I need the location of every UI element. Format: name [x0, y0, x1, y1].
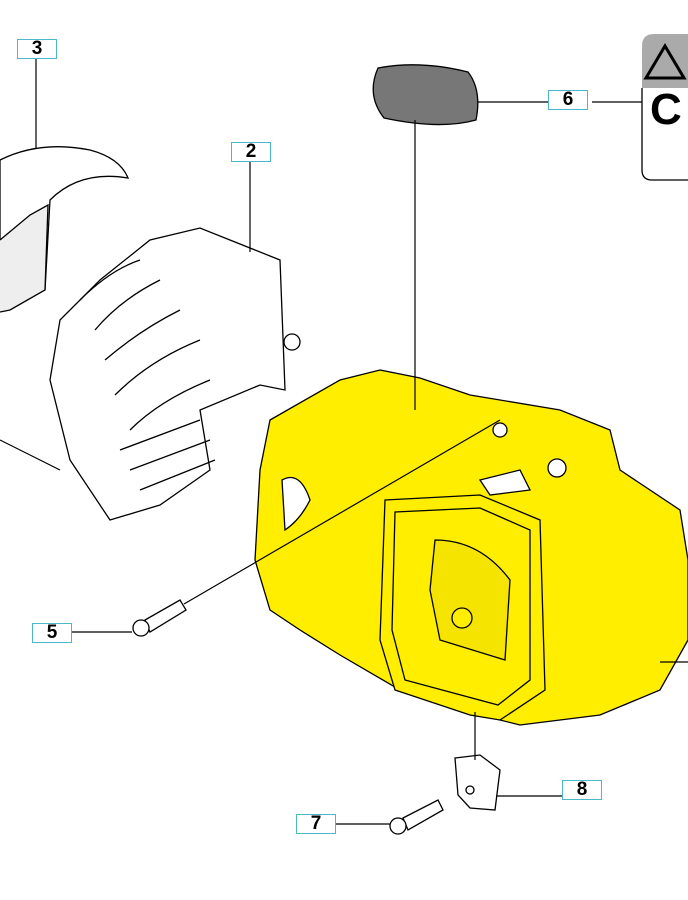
part-7-screw [389, 799, 444, 835]
callout-8[interactable]: 8 [562, 780, 602, 800]
callout-7[interactable]: 7 [296, 814, 336, 834]
part-6-filter-pad [372, 64, 479, 126]
callout-2[interactable]: 2 [231, 142, 271, 162]
cylinder-cover-housing [254, 369, 688, 726]
leader-lines [0, 57, 688, 825]
part-2-cylinder-shroud [49, 227, 301, 521]
part-5-screw [132, 599, 187, 637]
callout-5[interactable]: 5 [32, 623, 72, 643]
warning-sticker [641, 34, 688, 181]
warning-sticker-letter: C [650, 85, 682, 134]
callout-3[interactable]: 3 [17, 39, 57, 59]
callout-6[interactable]: 6 [548, 90, 588, 110]
part-8-nut-clip [454, 754, 501, 811]
part-3-top-cover [0, 146, 130, 313]
